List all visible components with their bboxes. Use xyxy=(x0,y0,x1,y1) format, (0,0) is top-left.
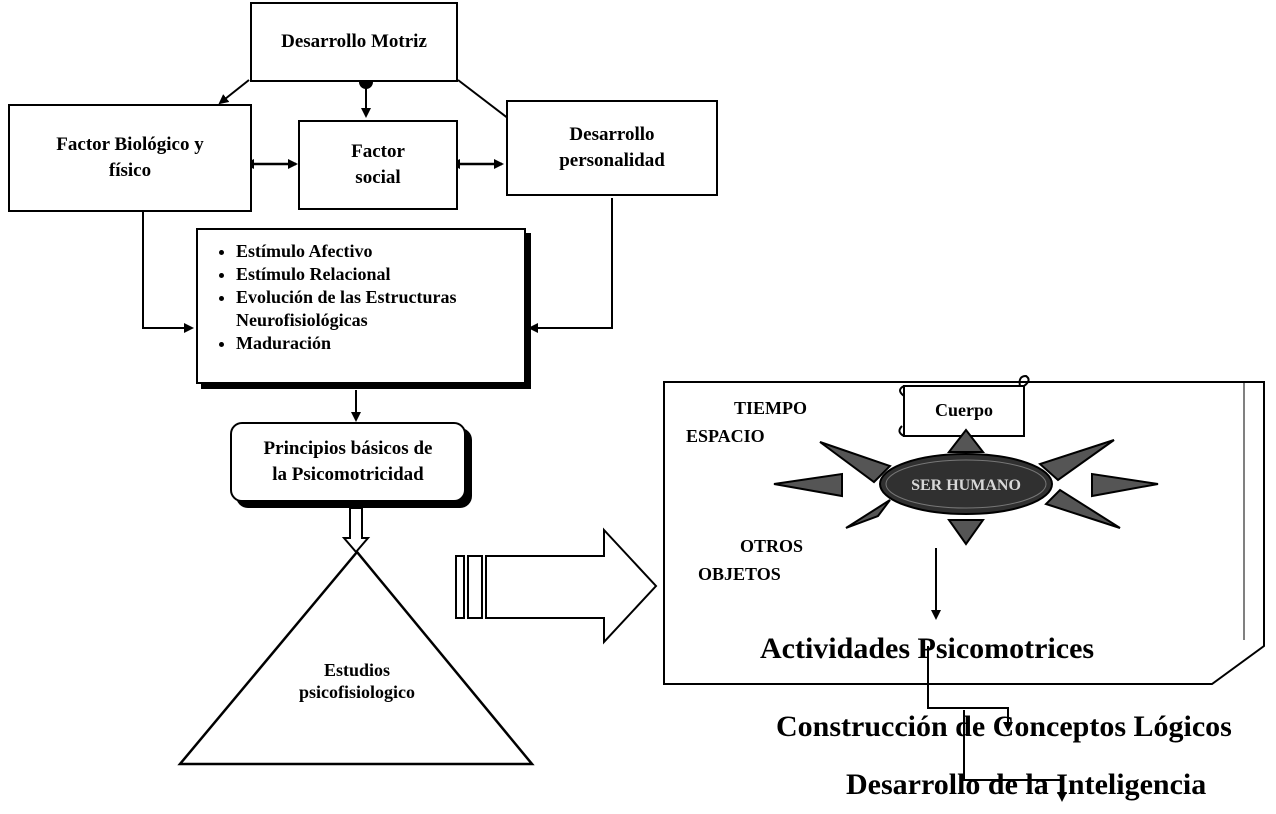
stimulus-item: Estímulo Relacional xyxy=(236,263,524,286)
label-estudios-2: psicofisiologico xyxy=(299,681,415,702)
label-espacio: ESPACIO xyxy=(686,426,765,446)
scroll-curl-right xyxy=(1018,374,1030,387)
hollow-arrow-tail-2 xyxy=(467,555,483,619)
label-desarrollo-motriz: Desarrollo Motriz xyxy=(281,31,427,53)
label-estudios: Estudios psicofisiologico xyxy=(272,660,442,703)
ray-bottom xyxy=(947,519,985,546)
studies-triangle xyxy=(177,550,535,766)
label-factor-social: Factor social xyxy=(351,139,405,190)
ray-bottom-right xyxy=(1044,488,1121,529)
label-principios-2: la Psicomotricidad xyxy=(272,464,424,485)
stimulus-item: Maduración xyxy=(236,332,524,355)
ray-top-right xyxy=(1038,439,1115,482)
hollow-arrow-down xyxy=(341,507,371,554)
sun-rays xyxy=(773,428,1159,546)
ray-top xyxy=(946,428,986,453)
label-factor-biologico-2: físico xyxy=(108,160,152,181)
label-estudios-1: Estudios xyxy=(323,660,391,680)
label-objetos: OBJETOS xyxy=(698,564,781,584)
label-cuerpo: Cuerpo xyxy=(935,400,993,420)
label-otros: OTROS xyxy=(740,536,804,556)
ray-left xyxy=(773,472,843,498)
label-factor-social-1: Factor xyxy=(351,141,405,163)
ray-top-left xyxy=(819,441,892,484)
label-tiempo: TIEMPO xyxy=(734,398,808,418)
center-ellipse-inner xyxy=(885,459,1047,509)
stimulus-item: Evolución de las Estructuras Neurofisiol… xyxy=(236,286,524,332)
box-factor-biologico: Factor Biológico y físico xyxy=(8,104,252,212)
box-estimulos: Estímulo Afectivo Estímulo Relacional Ev… xyxy=(196,228,526,384)
ray-right xyxy=(1091,472,1159,498)
label-principios-1: Principios básicos de xyxy=(263,438,433,460)
label-personalidad-2: personalidad xyxy=(559,150,665,171)
stimuli-list: Estímulo Afectivo Estímulo Relacional Ev… xyxy=(198,240,524,355)
box-desarrollo-motriz: Desarrollo Motriz xyxy=(250,2,458,82)
label-principios: Principios básicos de la Psicomotricidad xyxy=(264,436,433,487)
scroll-shape xyxy=(903,385,1025,437)
scroll-curl-left xyxy=(898,385,905,437)
hollow-arrow-right xyxy=(485,527,658,645)
box-principios: Principios básicos de la Psicomotricidad xyxy=(230,422,466,502)
arrow-to-intelligence xyxy=(963,710,1067,802)
label-desarrollo-personalidad: Desarrollo personalidad xyxy=(559,122,665,173)
label-personalidad-1: Desarrollo xyxy=(569,124,655,146)
label-conceptos: Construcción de Conceptos Lógicos xyxy=(776,710,1232,743)
arrow-biological-to-stimuli xyxy=(142,212,194,333)
label-actividades: Actividades Psicomotrices xyxy=(760,632,1095,665)
ray-bottom-left xyxy=(845,499,891,529)
label-factor-biologico: Factor Biológico y físico xyxy=(56,132,203,183)
center-label: SER HUMANO xyxy=(911,477,1021,494)
arrow-to-concepts xyxy=(927,646,1013,732)
arrow-personality-to-stimuli xyxy=(528,198,613,333)
hollow-arrow-tail-1 xyxy=(455,555,465,619)
label-factor-biologico-1: Factor Biológico y xyxy=(56,134,204,156)
center-ellipse xyxy=(879,453,1053,515)
label-inteligencia: Desarrollo de la Inteligencia xyxy=(846,768,1207,801)
box-factor-social: Factor social xyxy=(298,120,458,210)
label-factor-social-2: social xyxy=(355,167,401,188)
arrow-motor-to-biological xyxy=(218,79,250,105)
box-desarrollo-personalidad: Desarrollo personalidad xyxy=(506,100,718,196)
stimulus-item: Estímulo Afectivo xyxy=(236,240,524,263)
